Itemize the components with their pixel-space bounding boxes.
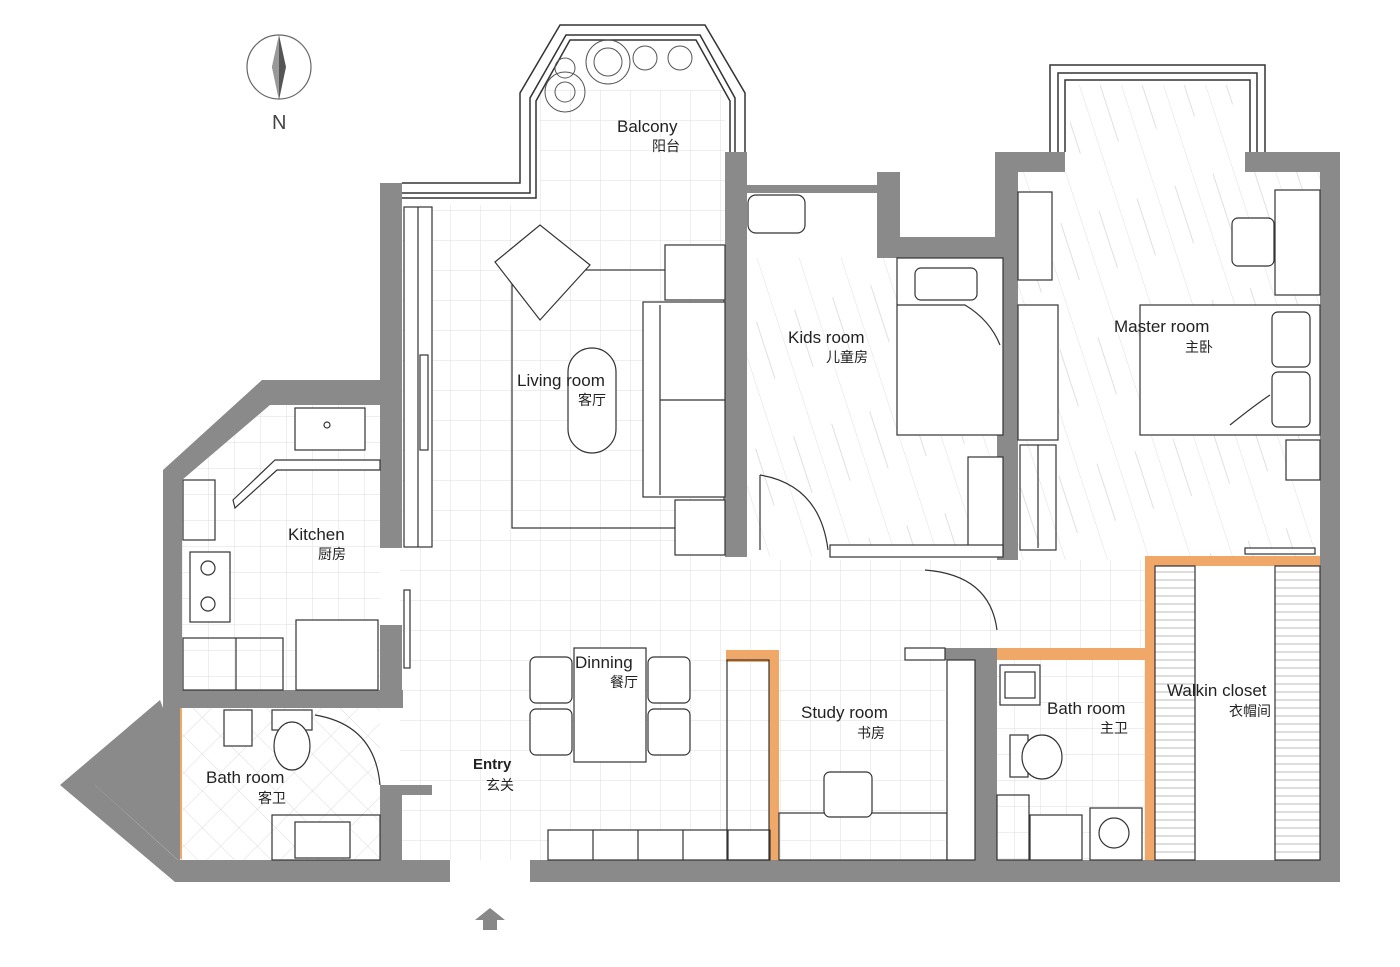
- master-bath-label-zh: 主卫: [1100, 721, 1128, 737]
- entry-arrow-icon: [475, 908, 505, 930]
- walls: [60, 152, 1340, 882]
- kids-room-label: Kids room: [788, 328, 865, 347]
- balcony-label: Balcony: [617, 117, 678, 136]
- study-room-label-zh: 书房: [857, 726, 885, 742]
- compass-label: N: [272, 112, 287, 134]
- closet-label: Walkin closet: [1167, 681, 1267, 700]
- guest-bath-label-zh: 客卫: [258, 791, 286, 807]
- guest-bath-label: Bath room: [206, 768, 285, 787]
- kitchen-label: Kitchen: [288, 525, 345, 544]
- kids-room-label-zh: 儿童房: [826, 350, 868, 366]
- master-bath-label: Bath room: [1047, 699, 1126, 718]
- dining-label-zh: 餐厅: [610, 675, 638, 691]
- compass-icon: [246, 34, 312, 100]
- balcony-plants: [544, 39, 693, 113]
- living-room-label-zh: 客厅: [578, 393, 606, 409]
- master-room-label-zh: 主卧: [1185, 340, 1213, 356]
- master-room-label: Master room: [1114, 317, 1210, 336]
- kitchen-label-zh: 厨房: [318, 547, 346, 563]
- entry-label: Entry: [473, 756, 512, 773]
- closet-label-zh: 衣帽间: [1229, 704, 1271, 720]
- entry-label-zh: 玄关: [486, 778, 514, 794]
- furniture: [182, 189, 1321, 861]
- balcony-rail: [402, 24, 1266, 199]
- dining-label: Dinning: [575, 653, 633, 672]
- living-room-label: Living room: [517, 371, 605, 390]
- balcony-label-zh: 阳台: [652, 139, 680, 155]
- study-room-label: Study room: [801, 703, 888, 722]
